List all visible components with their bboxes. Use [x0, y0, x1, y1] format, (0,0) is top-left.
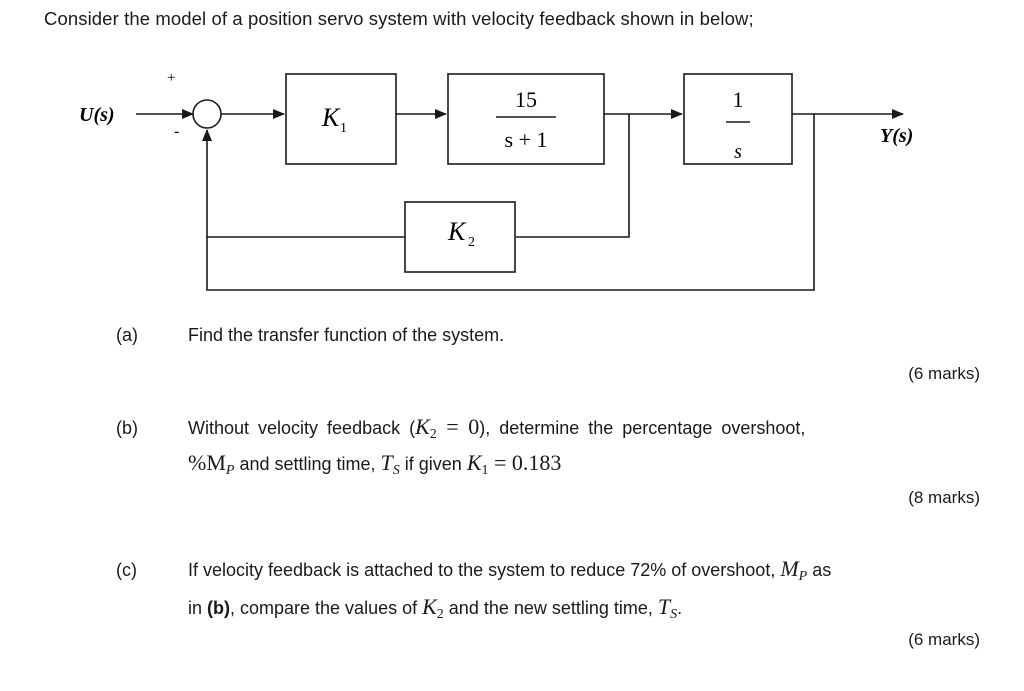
summing-junction: [192, 99, 222, 129]
question-c-label: (c): [116, 560, 137, 580]
plant-block: [447, 73, 605, 165]
velocity-tap-line: [516, 114, 630, 238]
question-b-mp-sub: P: [225, 463, 235, 478]
plus-sign: +: [167, 70, 175, 86]
question-b-ts: T: [380, 450, 393, 475]
input-label: U(s): [79, 104, 115, 126]
question-c-marks: (6 marks): [908, 630, 980, 649]
minus-sign: -: [174, 123, 179, 140]
question-c-in-text: in: [188, 598, 208, 618]
plant-numerator: 15: [515, 87, 537, 112]
question-c-compare-text: , compare the values of: [230, 598, 423, 618]
question-b-k1-sub: 1: [481, 463, 489, 478]
question-b-given-text: if given: [399, 454, 467, 474]
question-a-label: (a): [116, 325, 138, 345]
question-b-percent-mp: %M: [188, 450, 226, 475]
question-b-text-2: ), determine the percentage overshoot,: [479, 418, 806, 438]
question-b-text-1: Without velocity feedback (: [188, 418, 416, 438]
integrator-denominator: s: [734, 141, 742, 163]
k1-label: K: [321, 103, 341, 132]
question-b-k1: K: [466, 450, 482, 475]
question-b-line2: %MP and settling time, TS if given K1 = …: [188, 450, 561, 479]
question-b-settling-text: and settling time,: [234, 454, 381, 474]
question-c-settling-text: and the new settling time,: [443, 598, 658, 618]
question-b-math-k-sub: 2: [429, 427, 437, 442]
question-c-k2-sub: 2: [436, 607, 444, 622]
question-c-mp-sub: P: [798, 569, 808, 584]
question-b-ts-sub: S: [392, 463, 400, 478]
k2-label: K: [447, 217, 467, 246]
question-c-ts: T: [657, 594, 671, 619]
question-b-line1: Without velocity feedback (K2 = 0), dete…: [188, 414, 988, 443]
question-c-line2: in (b), compare the values of K2 and the…: [188, 594, 682, 623]
question-b-math-k: K: [415, 414, 430, 439]
question-b-k1-value: = 0.183: [488, 450, 562, 475]
k2-subscript: 2: [468, 235, 475, 250]
position-feedback-line: [206, 114, 815, 291]
question-c-text-2: as: [807, 560, 832, 580]
question-c-k2: K: [422, 594, 437, 619]
question-b-label: (b): [116, 418, 138, 438]
question-c-text-1: If velocity feedback is attached to the …: [188, 560, 781, 580]
question-c-line1: If velocity feedback is attached to the …: [188, 556, 988, 585]
integrator-numerator: 1: [733, 87, 744, 112]
question-a-marks: (6 marks): [908, 364, 980, 383]
question-c-mp: M: [780, 556, 799, 581]
question-b-marks: (8 marks): [908, 488, 980, 507]
question-b-math-eq: = 0: [436, 414, 480, 439]
integrator-block: [683, 73, 793, 165]
question-c-ref-b: (b): [207, 598, 230, 618]
question-c-ts-sub: S: [670, 607, 678, 622]
plant-denominator: s + 1: [505, 127, 548, 152]
question-c-period: .: [677, 598, 683, 618]
question-a-text: Find the transfer function of the system…: [188, 325, 505, 345]
k1-block: [285, 73, 397, 165]
k1-subscript: 1: [340, 121, 347, 136]
k2-feedback-line: [202, 129, 405, 238]
intro-text: Consider the model of a position servo s…: [44, 8, 754, 29]
output-label: Y(s): [880, 125, 913, 147]
